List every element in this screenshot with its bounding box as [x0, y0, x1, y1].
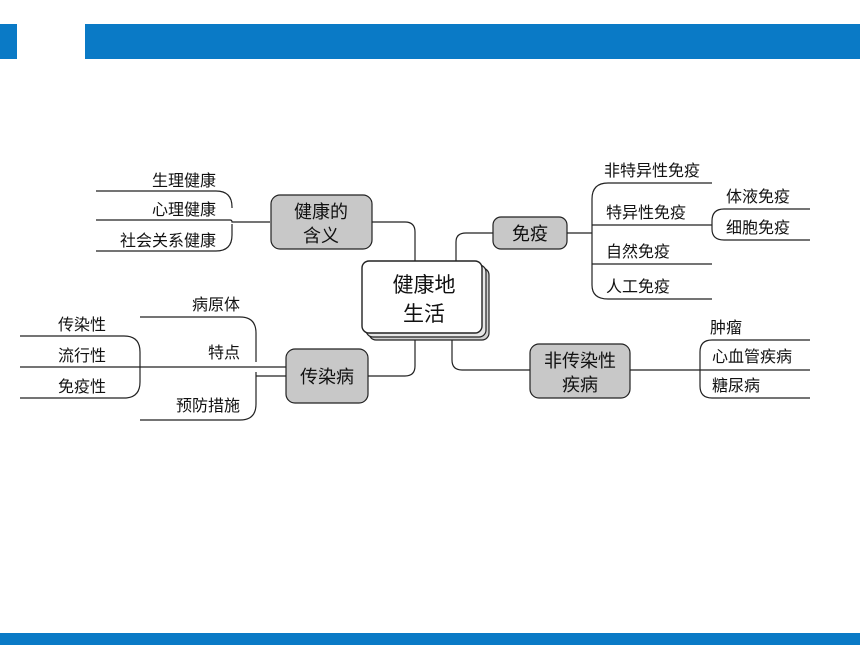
center-node: 健康地 生活 — [361, 260, 490, 341]
leaf-artificial-immunity: 人工免疫 — [606, 277, 670, 296]
connector-lines — [20, 182, 810, 421]
leaf-contagious: 传染性 — [58, 315, 106, 334]
leaf-mental-health: 心理健康 — [152, 200, 216, 219]
leaf-prevention: 预防措施 — [176, 396, 240, 415]
leaf-nonspecific-immunity: 非特异性免疫 — [604, 161, 700, 180]
node-health-meaning: 健康的 含义 — [270, 194, 373, 250]
center-title-line2: 生活 — [403, 302, 445, 326]
header-bar-main — [85, 24, 860, 59]
leaf-diabetes: 糖尿病 — [712, 376, 760, 395]
leaf-specific-immunity: 特异性免疫 — [606, 203, 686, 222]
leaf-social-health: 社会关系健康 — [120, 231, 216, 250]
immunity-title: 免疫 — [512, 224, 548, 245]
footer-bar — [0, 633, 860, 645]
leaf-features: 特点 — [208, 343, 240, 362]
center-title-line1: 健康地 — [393, 273, 456, 297]
node-infectious-disease: 传染病 — [285, 348, 369, 404]
leaf-immunogenic: 免疫性 — [58, 377, 106, 396]
leaf-natural-immunity: 自然免疫 — [606, 242, 670, 261]
health-meaning-title-line2: 含义 — [303, 226, 339, 247]
noninfectious-title-line1: 非传染性 — [544, 351, 616, 372]
leaf-cardiovascular: 心血管疾病 — [712, 347, 792, 366]
header-bar-left — [0, 24, 17, 59]
node-noninfectious-disease: 非传染性 疾病 — [529, 343, 631, 399]
noninfectious-title-line2: 疾病 — [562, 375, 598, 396]
health-meaning-title-line1: 健康的 — [294, 202, 348, 223]
leaf-humoral-immunity: 体液免疫 — [726, 187, 790, 206]
leaf-pathogen: 病原体 — [192, 295, 240, 314]
leaf-physical-health: 生理健康 — [152, 171, 216, 190]
infectious-title: 传染病 — [300, 367, 354, 388]
node-immunity: 免疫 — [492, 216, 568, 250]
leaf-cellular-immunity: 细胞免疫 — [726, 218, 790, 237]
leaf-tumor: 肿瘤 — [710, 318, 742, 337]
leaf-epidemic: 流行性 — [58, 346, 106, 365]
